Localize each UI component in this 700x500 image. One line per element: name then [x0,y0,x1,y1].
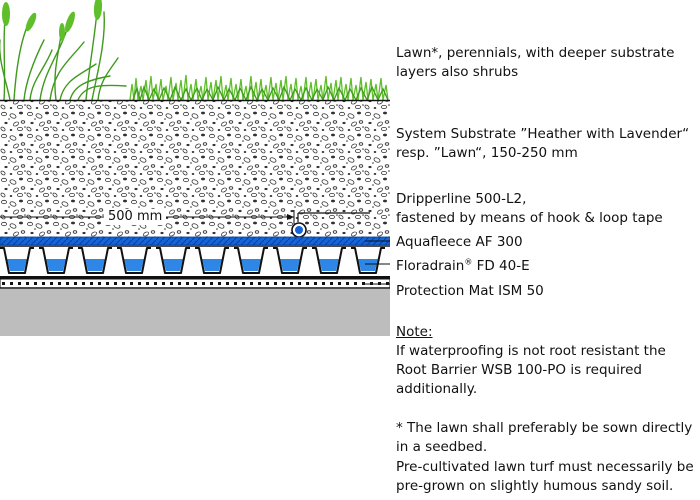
mat-fiber [242,282,245,285]
perennial-plants [0,0,127,101]
drainage-cups [0,245,390,274]
mat-fiber [122,282,125,285]
mat-fiber [138,282,141,285]
mat-fiber [218,282,221,285]
footnote-turf: Pre-cultivated lawn turf must necessaril… [396,459,694,494]
drainage-cup [0,247,34,274]
mat-fiber [162,282,165,285]
mat-fiber [34,282,37,285]
note-text: If waterproofing is not root resistant t… [396,343,666,397]
label-substrate: System Substrate ”Heather with Lavender“… [396,126,690,161]
roof-base [0,289,390,336]
dimension-label: 500 mm [104,209,167,225]
note-heading: Note: [396,324,433,340]
mat-fiber [282,282,285,285]
mat-fiber [2,282,5,285]
mat-fiber [74,282,77,285]
green-roof-cross-section [0,0,390,336]
protection-mat-texture [2,282,389,285]
mat-fiber [90,282,93,285]
mat-fiber [258,282,261,285]
mat-fiber [210,282,213,285]
mat-fiber [10,282,13,285]
mat-fiber [290,282,293,285]
label-protection-mat: Protection Mat ISM 50 [396,283,544,299]
mat-fiber [154,282,157,285]
mat-fiber [330,282,333,285]
drainage-cup [351,247,385,274]
mat-fiber [106,282,109,285]
mat-fiber [66,282,69,285]
mat-fiber [362,282,365,285]
drainage-cup [312,247,346,274]
label-dripperline-line1: Dripperline 500-L2, [396,191,527,207]
mat-fiber [250,282,253,285]
mat-fiber [114,282,117,285]
mat-fiber [18,282,21,285]
aquafleece-layer [0,236,390,246]
mat-fiber [274,282,277,285]
floradrain-layer [0,245,390,279]
mat-fiber [186,282,189,285]
substrate-layer [0,100,390,237]
footnote-lawn: * The lawn shall preferably be sown dire… [396,420,693,455]
registered-mark: ® [464,257,473,267]
lawn-grass [129,74,389,103]
mat-fiber [338,282,341,285]
protection-mat-layer [0,278,390,289]
floradrain-model: FD 40-E [472,258,530,274]
mat-fiber [42,282,45,285]
label-dripperline-line2: fastened by means of hook & loop tape [396,210,663,226]
mat-fiber [130,282,133,285]
mat-fiber [178,282,181,285]
drainage-cup [39,247,73,274]
mat-fiber [298,282,301,285]
mat-fiber [354,282,357,285]
label-aquafleece: Aquafleece AF 300 [396,234,523,250]
drainage-cup [78,247,112,274]
floradrain-name: Floradrain [396,258,465,274]
mat-fiber [314,282,317,285]
mat-fiber [234,282,237,285]
perennial-flower-spikes [2,0,103,41]
mat-fiber [170,282,173,285]
mat-fiber [346,282,349,285]
leader-lines [365,240,390,285]
label-vegetation: Lawn*, perennials, with deeper substrate… [396,45,675,80]
mat-fiber [50,282,53,285]
mat-fiber [226,282,229,285]
drainage-cup [195,247,229,274]
drainage-cup [234,247,268,274]
mat-fiber [306,282,309,285]
mat-fiber [266,282,269,285]
vegetation-layer [0,0,389,103]
mat-fiber [146,282,149,285]
dripperline [291,212,370,238]
label-floradrain: Floradrain® FD 40-E [396,257,530,276]
mat-fiber [202,282,205,285]
mat-fiber [58,282,61,285]
mat-fiber [322,282,325,285]
mat-fiber [26,282,29,285]
drainage-cup [156,247,190,274]
mat-fiber [194,282,197,285]
mat-fiber [98,282,101,285]
drainage-cup [117,247,151,274]
drainage-cup [273,247,307,274]
mat-fiber [82,282,85,285]
